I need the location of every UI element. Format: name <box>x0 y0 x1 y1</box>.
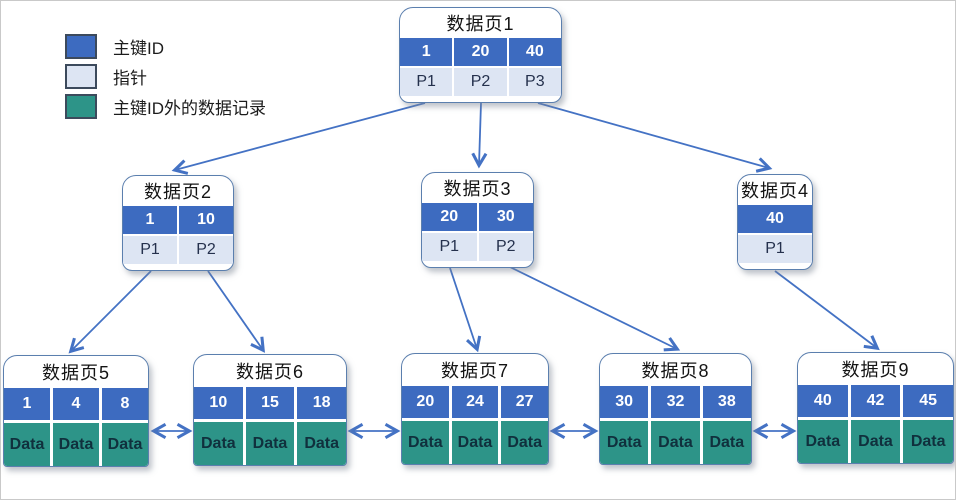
data-cell: Data <box>651 421 700 464</box>
key-cell: 4 <box>53 388 99 420</box>
data-cell: Data <box>297 422 346 465</box>
node-page6: 数据页6 10 15 18 Data Data Data <box>193 354 347 466</box>
pointer-cell: P1 <box>738 235 812 263</box>
node-page5: 数据页5 1 4 8 Data Data Data <box>3 355 149 467</box>
node-cells: 1 10 P1 P2 <box>123 206 233 264</box>
key-cell: 32 <box>651 386 700 418</box>
data-cell: Data <box>194 422 243 465</box>
node-cells: 30 32 38 Data Data Data <box>600 386 751 464</box>
node-page8: 数据页8 30 32 38 Data Data Data <box>599 353 752 465</box>
data-cell: Data <box>451 421 499 464</box>
pointer-cell: P2 <box>179 236 233 264</box>
pointer-color-swatch <box>65 64 97 89</box>
key-cell: 20 <box>422 203 477 231</box>
key-cell: 27 <box>501 386 548 418</box>
node-title: 数据页4 <box>740 181 809 201</box>
node-title: 数据页7 <box>440 361 509 381</box>
node-cells: 40 42 45 Data Data Data <box>798 385 953 463</box>
key-cell: 10 <box>179 206 233 234</box>
pointer-cell: P3 <box>508 68 561 96</box>
key-cell: 40 <box>738 205 812 233</box>
key-cell: 30 <box>478 203 533 231</box>
key-cell: 38 <box>702 386 751 418</box>
node-page2: 数据页2 1 10 P1 P2 <box>122 175 234 271</box>
key-cell: 40 <box>798 385 848 417</box>
data-cell: Data <box>501 421 548 464</box>
pointer-cell: P1 <box>422 233 477 261</box>
pointer-cell: P1 <box>123 236 177 264</box>
node-page7: 数据页7 20 24 27 Data Data Data <box>401 353 549 465</box>
node-title: 数据页6 <box>235 362 304 382</box>
node-title: 数据页5 <box>41 363 110 383</box>
key-cell: 18 <box>297 387 346 419</box>
key-cell: 30 <box>600 386 649 418</box>
key-cell: 24 <box>451 386 499 418</box>
node-page9: 数据页9 40 42 45 Data Data Data <box>797 352 954 464</box>
legend-label: 主键ID <box>113 39 164 58</box>
node-page3: 数据页3 20 30 P1 P2 <box>421 172 534 268</box>
data-cell: Data <box>600 421 649 464</box>
data-cell: Data <box>702 421 751 464</box>
key-cell: 8 <box>102 388 148 420</box>
data-cell: Data <box>245 422 295 465</box>
data-cell: Data <box>850 420 901 463</box>
node-cells: 1 4 8 Data Data Data <box>4 388 148 466</box>
legend-label: 指针 <box>113 69 147 88</box>
data-cell: Data <box>798 420 848 463</box>
data-cell: Data <box>4 423 50 466</box>
legend-label: 主键ID外的数据记录 <box>113 99 266 118</box>
key-cell: 1 <box>123 206 177 234</box>
node-page4: 数据页4 40 P1 <box>737 174 813 270</box>
node-cells: 40 P1 <box>738 205 812 263</box>
node-cells: 1 20 40 P1 P2 P3 <box>400 38 561 96</box>
node-cells: 20 24 27 Data Data Data <box>402 386 548 464</box>
node-title: 数据页1 <box>446 14 515 34</box>
data-cell: Data <box>402 421 449 464</box>
key-cell: 15 <box>245 387 295 419</box>
key-cell: 20 <box>454 38 507 66</box>
key-cell: 1 <box>400 38 453 66</box>
pointer-cell: P2 <box>478 233 533 261</box>
node-page1: 数据页1 1 20 40 P1 P2 P3 <box>399 7 562 103</box>
node-title: 数据页9 <box>841 360 910 380</box>
pointer-cell: P2 <box>454 68 507 96</box>
legend-item-primary-key: 主键ID <box>65 34 266 59</box>
node-cells: 10 15 18 Data Data Data <box>194 387 346 465</box>
key-cell: 10 <box>194 387 243 419</box>
pointer-cell: P1 <box>400 68 453 96</box>
key-color-swatch <box>65 34 97 59</box>
node-title: 数据页8 <box>641 361 710 381</box>
data-color-swatch <box>65 94 97 119</box>
node-cells: 20 30 P1 P2 <box>422 203 533 261</box>
data-cell: Data <box>53 423 99 466</box>
key-cell: 45 <box>903 385 953 417</box>
key-cell: 42 <box>850 385 901 417</box>
key-cell: 1 <box>4 388 50 420</box>
data-cell: Data <box>102 423 148 466</box>
data-cell: Data <box>903 420 953 463</box>
legend: 主键ID 指针 主键ID外的数据记录 <box>65 34 266 124</box>
legend-item-data-record: 主键ID外的数据记录 <box>65 94 266 119</box>
key-cell: 40 <box>508 38 561 66</box>
key-cell: 20 <box>402 386 449 418</box>
legend-item-pointer: 指针 <box>65 64 266 89</box>
node-title: 数据页3 <box>443 179 512 199</box>
node-title: 数据页2 <box>143 182 212 202</box>
